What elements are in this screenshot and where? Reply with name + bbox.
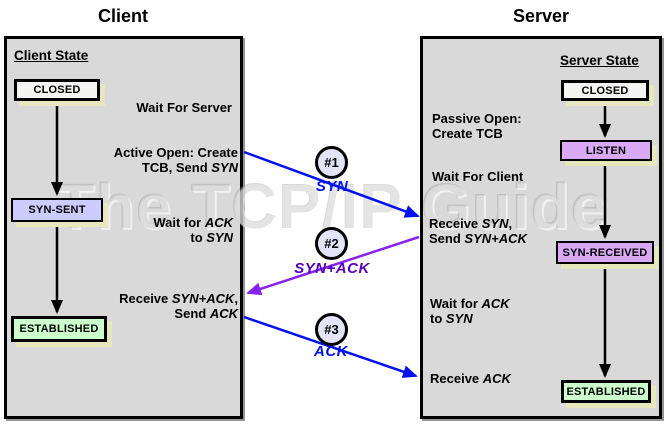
client-note-wait-server: Wait For Server xyxy=(136,100,232,115)
client-note-active-open: Active Open: Create TCB, Send SYN xyxy=(113,145,238,175)
client-state-established: ESTABLISHED xyxy=(11,316,107,342)
message-badge-3: #3 xyxy=(315,313,348,346)
client-state-heading: Client State xyxy=(14,48,89,63)
message-label-ack: ACK xyxy=(314,343,348,360)
client-note-wait-ack: Wait for ACK to SYN xyxy=(153,215,233,245)
client-state-syn-sent: SYN-SENT xyxy=(11,198,103,222)
server-state-listen: LISTEN xyxy=(560,140,652,161)
server-title: Server xyxy=(512,6,570,26)
message-label-synack: SYN+ACK xyxy=(294,260,370,277)
client-title: Client xyxy=(97,6,148,26)
message-badge-2: #2 xyxy=(315,227,348,260)
message-label-syn: SYN xyxy=(315,178,349,195)
server-note-receive-syn: Receive SYN, Send SYN+ACK xyxy=(429,216,527,246)
server-state-established: ESTABLISHED xyxy=(561,380,651,403)
server-note-receive-ack: Receive ACK xyxy=(430,371,511,386)
server-note-wait-client: Wait For Client xyxy=(432,169,524,184)
client-note-receive-synack: Receive SYN+ACK, Send ACK xyxy=(119,291,238,321)
server-state-closed: CLOSED xyxy=(561,80,649,101)
server-note-passive-open: Passive Open: Create TCB xyxy=(432,111,522,141)
server-state-heading: Server State xyxy=(560,53,639,68)
message-badge-1: #1 xyxy=(315,146,348,179)
client-state-closed: CLOSED xyxy=(14,79,100,101)
server-state-syn-received: SYN-RECEIVED xyxy=(556,241,654,264)
server-note-wait-ack: Wait for ACK to SYN xyxy=(430,296,510,326)
